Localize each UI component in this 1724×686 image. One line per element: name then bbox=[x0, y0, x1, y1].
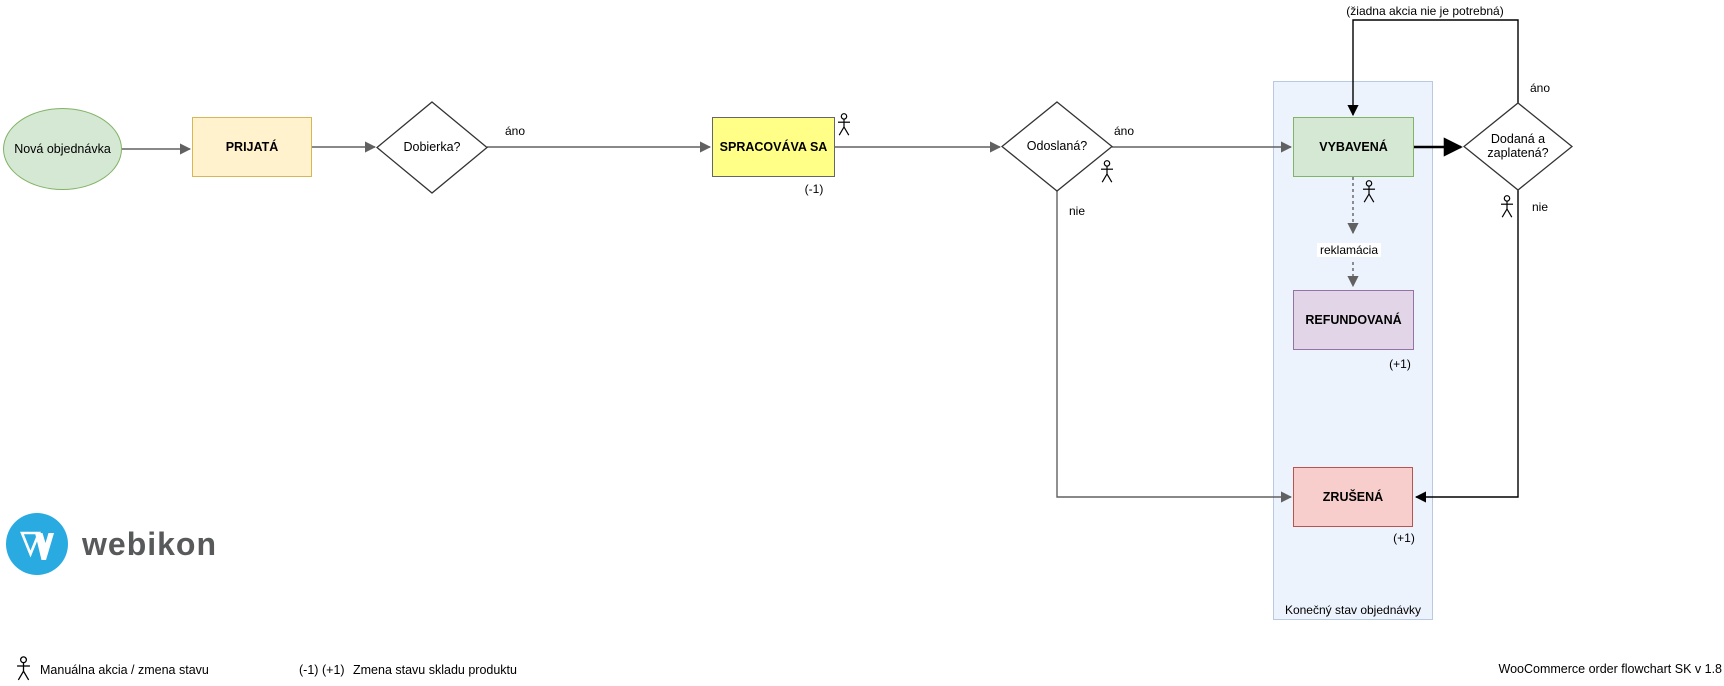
edge-label-odoslana-no: nie bbox=[1065, 204, 1089, 218]
edge-dodana-yes-loop-to-vybavena bbox=[1347, 19, 1519, 117]
decision-dodana bbox=[1463, 102, 1573, 191]
version-label: WooCommerce order flowchart SK v 1.8 bbox=[1498, 662, 1722, 676]
node-prijata: PRIJATÁ bbox=[192, 117, 312, 177]
node-spracovava-sa-label: SPRACOVÁVA SA bbox=[719, 140, 828, 154]
node-zrusena-label: ZRUŠENÁ bbox=[1322, 490, 1384, 504]
node-vybavena: VYBAVENÁ bbox=[1293, 117, 1414, 177]
manual-action-icon-reklamacia bbox=[1363, 180, 1375, 203]
decision-dobierka-label: Dobierka? bbox=[403, 140, 461, 155]
stock-note-spracovava: (-1) bbox=[804, 182, 824, 196]
legend-stock-plus: (+1) bbox=[322, 663, 345, 677]
stock-note-zrusena: (+1) bbox=[1393, 531, 1415, 545]
webikon-logo-text: webikon bbox=[82, 525, 218, 562]
node-spracovava-sa: SPRACOVÁVA SA bbox=[712, 117, 835, 177]
final-state-container-label: Konečný stav objednávky bbox=[1284, 603, 1422, 617]
manual-action-icon-odoslana bbox=[1101, 160, 1113, 183]
legend-manual-action-label: Manuálna akcia / zmena stavu bbox=[40, 663, 209, 677]
edge-label-dobierka-yes: áno bbox=[501, 124, 529, 138]
node-prijata-label: PRIJATÁ bbox=[225, 140, 279, 154]
edge-label-odoslana-yes: áno bbox=[1110, 124, 1138, 138]
legend-manual-action-icon bbox=[17, 656, 30, 681]
edge-label-dodana-yes: áno bbox=[1526, 81, 1554, 95]
webikon-logo-icon bbox=[6, 513, 68, 575]
node-vybavena-label: VYBAVENÁ bbox=[1319, 140, 1388, 154]
legend-stock-minus: (-1) bbox=[299, 663, 319, 677]
manual-action-icon-dodana-no bbox=[1501, 195, 1513, 218]
node-new-order-label: Nová objednávka bbox=[14, 142, 111, 156]
decision-odoslana-label: Odoslaná? bbox=[1026, 139, 1088, 154]
edge-label-dodana-no: nie bbox=[1528, 200, 1552, 214]
node-refundovana: REFUNDOVANÁ bbox=[1293, 290, 1414, 350]
edge-dodana-no-to-zrusena bbox=[1414, 190, 1519, 503]
edge-label-no-action-note: (žiadna akcia nie je potrebná) bbox=[1343, 4, 1507, 18]
decision-dodana-label: Dodaná a zaplatená? bbox=[1487, 131, 1549, 160]
decision-dobierka bbox=[376, 101, 488, 194]
decision-odoslana bbox=[1001, 101, 1113, 192]
edge-label-reklamacia: reklamácia bbox=[1316, 243, 1382, 257]
node-zrusena: ZRUŠENÁ bbox=[1293, 467, 1413, 527]
legend-stock-change-label: Zmena stavu skladu produktu bbox=[353, 663, 517, 677]
node-refundovana-label: REFUNDOVANÁ bbox=[1305, 313, 1402, 327]
edge-odoslana-no-to-zrusena bbox=[1056, 190, 1293, 503]
webikon-logo: webikon bbox=[6, 513, 217, 575]
manual-action-icon-spracovava bbox=[838, 113, 850, 136]
node-new-order: Nová objednávka bbox=[3, 108, 122, 190]
stock-note-refundovana: (+1) bbox=[1389, 357, 1411, 371]
